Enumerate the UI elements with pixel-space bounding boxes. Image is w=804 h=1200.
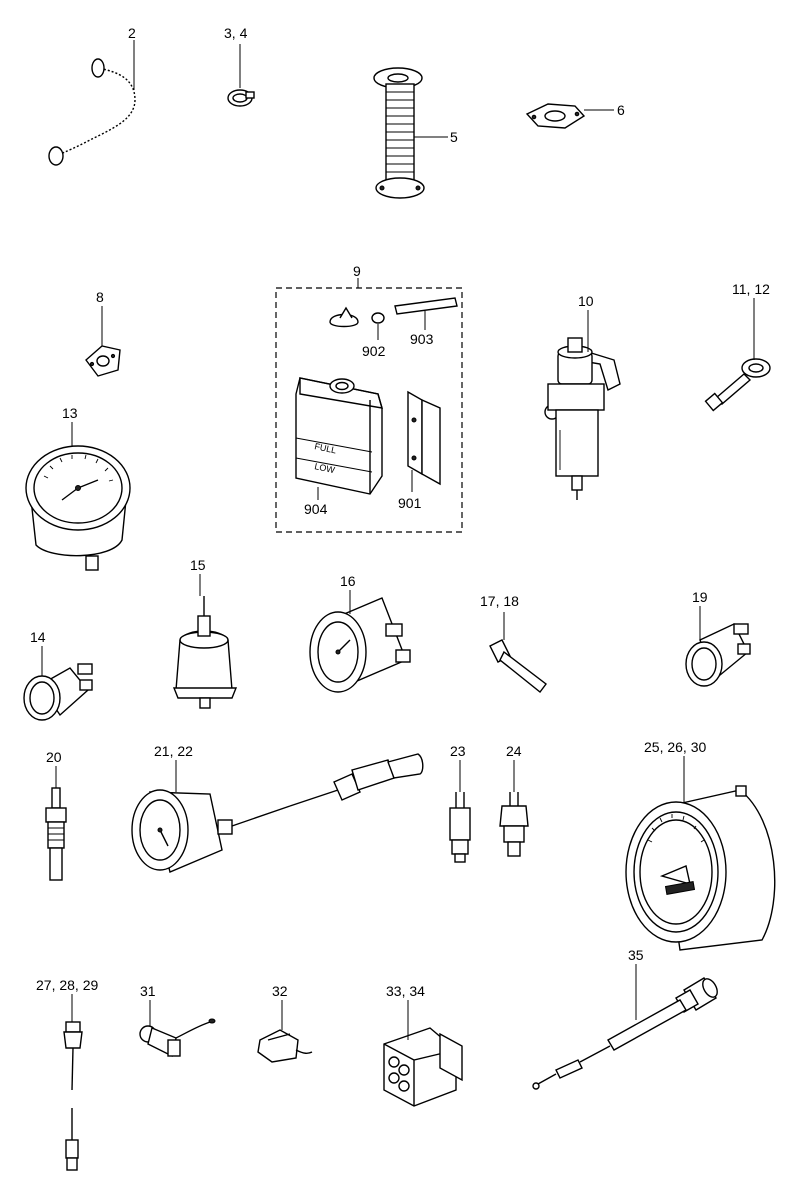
label-27-28-29: 27, 28, 29 (36, 977, 98, 993)
part-14-small-gauge (23, 646, 93, 721)
part-13-gauge (25, 422, 131, 571)
part-31-sender (139, 1000, 216, 1058)
label-31: 31 (140, 983, 156, 999)
label-10: 10 (578, 293, 594, 309)
label-19: 19 (692, 589, 708, 605)
label-20: 20 (46, 749, 62, 765)
part-35-control-cable (532, 964, 718, 1090)
label-9: 9 (353, 263, 361, 279)
part-16-gauge (309, 590, 411, 693)
part-11-12-banjo-fitting (704, 298, 771, 412)
label-35: 35 (628, 947, 644, 963)
label-903: 903 (410, 331, 434, 347)
part-5-bellows-pipe (373, 67, 448, 199)
label-11-12: 11, 12 (732, 281, 770, 297)
tank-mark-full: FULL (314, 441, 338, 455)
label-13: 13 (62, 405, 78, 421)
part-8-flange-gasket (85, 306, 121, 377)
label-24: 24 (506, 743, 522, 759)
label-17-18: 17, 18 (480, 593, 519, 609)
part-21-22-temp-gauge (131, 753, 424, 873)
label-2: 2 (128, 25, 136, 41)
label-901: 901 (398, 495, 422, 511)
part-27-28-29-drive-cable (63, 994, 83, 1171)
part-10-fuel-filter (544, 310, 621, 500)
label-6: 6 (617, 102, 625, 118)
label-5: 5 (450, 129, 458, 145)
label-32: 32 (272, 983, 288, 999)
label-33-34: 33, 34 (386, 983, 425, 999)
label-25-26-30: 25, 26, 30 (644, 739, 706, 755)
label-23: 23 (450, 743, 466, 759)
part-17-18-sensor-probe (489, 612, 547, 693)
tank-mark-low: LOW (314, 461, 337, 475)
part-24-switch-sender (499, 760, 529, 857)
label-21-22: 21, 22 (154, 743, 193, 759)
part-32-connector (257, 1000, 313, 1063)
part-33-34-ignition-switch (383, 1000, 463, 1107)
part-6-gasket (525, 103, 614, 129)
part-23-temp-sender (449, 760, 471, 863)
label-8: 8 (96, 289, 104, 305)
label-902: 902 (362, 343, 386, 359)
part-9-tank-kit (275, 278, 463, 533)
label-14: 14 (30, 629, 46, 645)
label-904: 904 (304, 501, 328, 517)
label-15: 15 (190, 557, 206, 573)
label-3-4: 3, 4 (224, 25, 248, 41)
label-16: 16 (340, 573, 356, 589)
part-20-sensor (45, 766, 67, 881)
part-3-4-hose-clamp (227, 44, 255, 107)
part-15-pressure-sender (172, 574, 238, 709)
part-19-small-gauge (685, 606, 751, 687)
part-25-26-30-tachometer (625, 756, 776, 951)
part-2-corrugated-hose (48, 40, 141, 166)
